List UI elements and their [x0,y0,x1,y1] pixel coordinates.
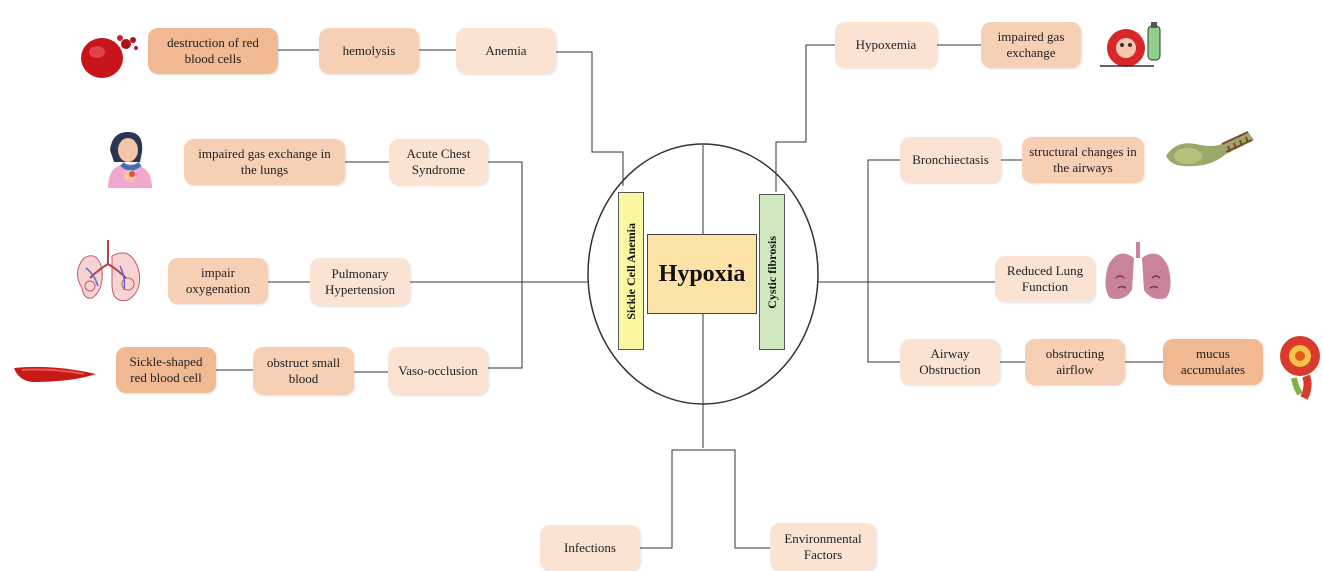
branch-sickle-cell-anemia: Sickle Cell Anemia [618,192,644,350]
node-infections: Infections [540,525,640,571]
lung-vessels-icon [77,240,141,302]
node-obstructing-airflow: obstructing airflow [1025,339,1125,385]
cell-oxygen-tank-icon [1100,22,1161,67]
node-destruction-of-red-blood-cells: destruction of red blood cells [148,28,278,74]
node-bronchiectasis: Bronchiectasis [900,137,1001,183]
node-sickle-shaped-red-blood-cell: Sickle-shaped red blood cell [116,347,216,393]
bronchus-icon [1166,131,1254,167]
lungs-icon [1105,242,1171,299]
red-blood-cell-icon [81,35,138,78]
node-vaso-occlusion: Vaso-occlusion [388,347,488,395]
patient-chest-pain-icon [108,132,152,188]
node-airway-obstruction: Airway Obstruction [900,339,1000,385]
node-reduced-lung-function: Reduced Lung Function [995,256,1095,302]
center-hypoxia: Hypoxia [647,234,757,314]
airway-mucus-icon [1280,336,1320,400]
node-anemia: Anemia [456,28,556,74]
node-impaired-gas-exchange: impaired gas exchange [981,22,1081,68]
node-obstruct-small-blood: obstruct small blood [253,347,354,395]
node-pulmonary-hypertension: Pulmonary Hypertension [310,258,410,306]
node-impaired-gas-exchange-lungs: impaired gas exchange in the lungs [184,139,345,185]
node-mucus-accumulates: mucus accumulates [1163,339,1263,385]
node-hypoxemia: Hypoxemia [835,22,937,68]
branch-cystic-fibrosis: Cystic fibrosis [759,194,785,350]
node-impair-oxygenation: impair oxygenation [168,258,268,304]
node-acute-chest-syndrome: Acute Chest Syndrome [389,139,488,185]
node-structural-changes: structural changes in the airways [1022,137,1144,183]
node-environmental-factors: Environmental Factors [770,523,876,571]
sickle-cell-icon [14,366,96,382]
node-hemolysis: hemolysis [319,28,419,74]
